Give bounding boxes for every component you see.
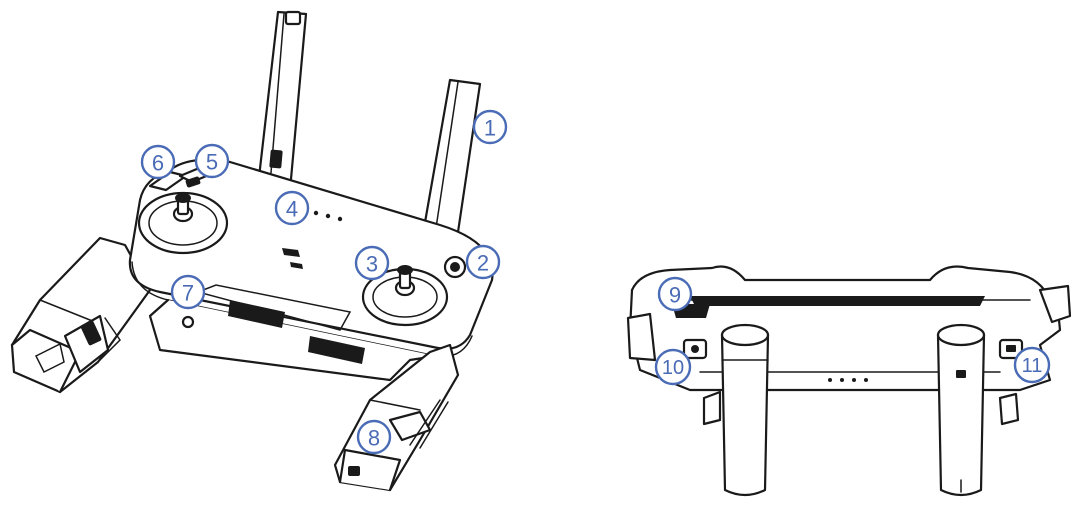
- callout-3-label: 3: [366, 252, 378, 277]
- callout-3: 3: [354, 245, 390, 281]
- left-clamp-arm: [10, 236, 152, 394]
- callout-7: 7: [170, 274, 206, 310]
- callout-2: 2: [465, 244, 501, 280]
- callout-9-label: 9: [669, 283, 681, 308]
- callout-1: 1: [472, 109, 508, 145]
- power-button: [443, 255, 467, 279]
- status-leds: [313, 210, 343, 222]
- left-control-stick: [137, 191, 229, 255]
- callout-6: 6: [140, 144, 176, 180]
- callout-9: 9: [657, 276, 693, 312]
- controller-front-view: [10, 10, 494, 492]
- brand-logo: [282, 248, 303, 269]
- callout-4-label: 4: [286, 197, 298, 222]
- right-clamp-arm: [333, 343, 460, 492]
- callout-4: 4: [274, 190, 310, 226]
- callout-2-label: 2: [477, 251, 489, 276]
- callout-5-label: 5: [206, 150, 218, 175]
- rear-antenna-left: [720, 323, 770, 497]
- callout-1-label: 1: [484, 116, 496, 141]
- callout-7-label: 7: [182, 281, 194, 306]
- callout-10-label: 10: [662, 357, 684, 379]
- right-control-stick: [361, 265, 449, 327]
- callout-5: 5: [194, 143, 230, 179]
- vent-slats: [714, 296, 956, 306]
- callout-11-label: 11: [1022, 355, 1043, 377]
- controller-rear-view: [626, 265, 1072, 497]
- callout-8-label: 8: [368, 426, 380, 451]
- callout-8: 8: [356, 419, 392, 455]
- rear-antenna-right: [936, 323, 986, 497]
- callout-10: 10: [654, 348, 692, 386]
- callout-6-label: 6: [152, 151, 164, 176]
- callout-11: 11: [1013, 346, 1051, 384]
